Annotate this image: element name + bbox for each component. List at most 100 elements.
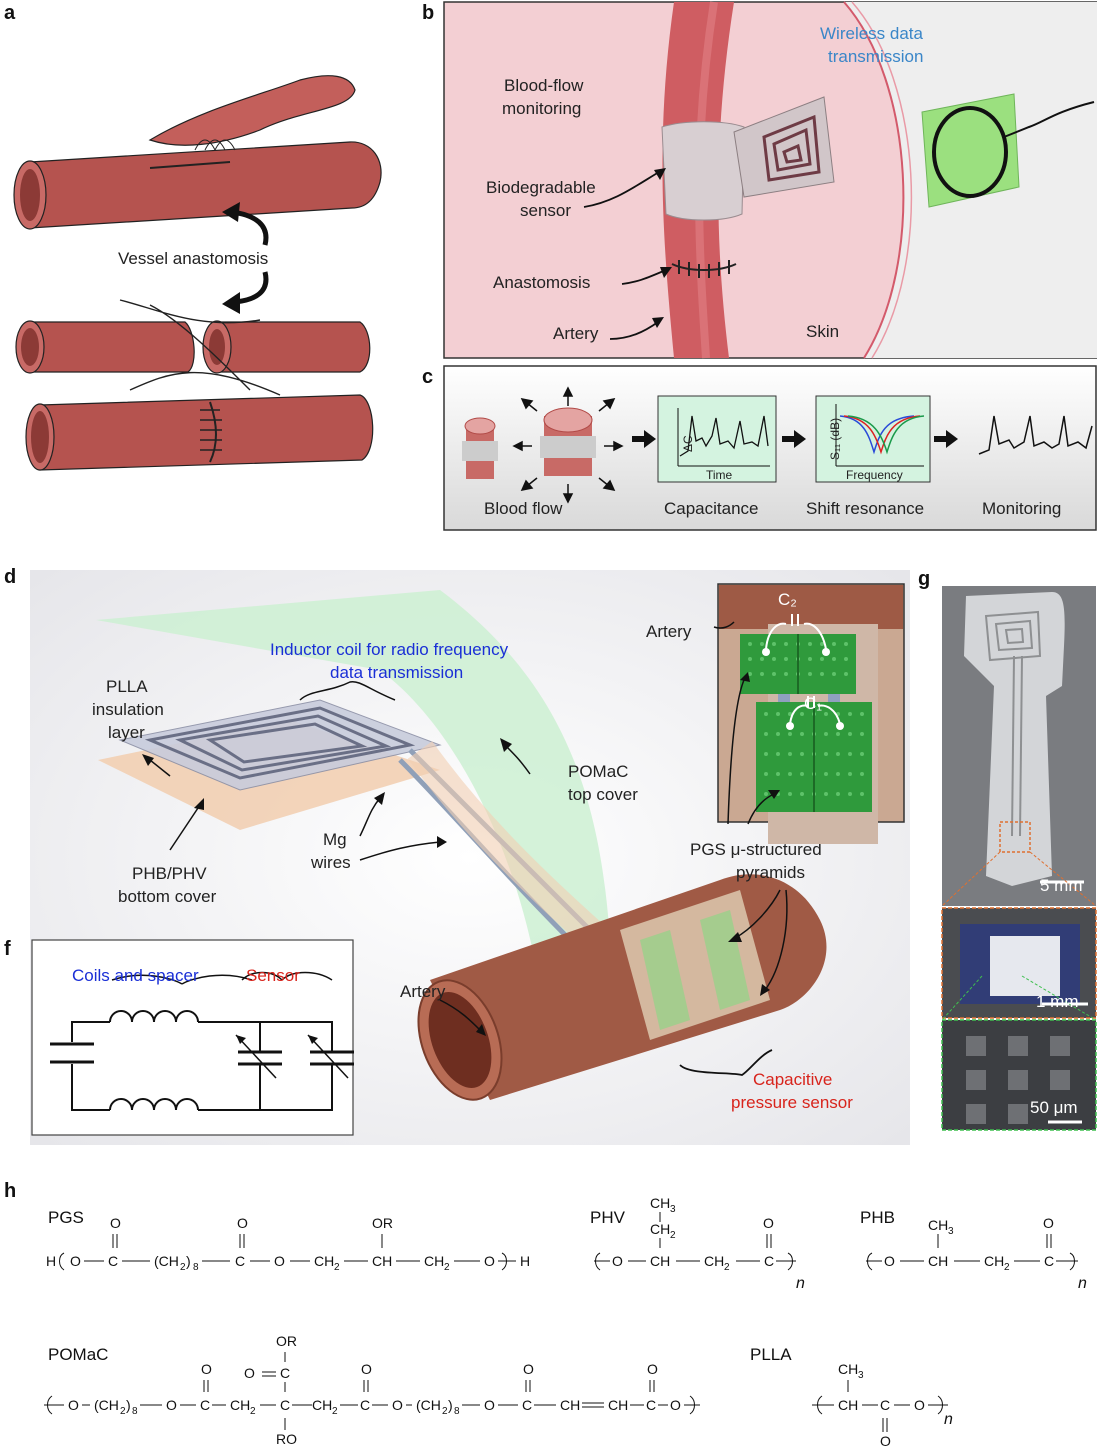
delta-c-axis-label: ΔC xyxy=(681,435,695,452)
svg-text:O: O xyxy=(201,1361,212,1377)
svg-text:C: C xyxy=(280,1365,290,1381)
pomac-label-1: POMaC xyxy=(568,762,629,781)
coils-spacer-label: Coils and spacer xyxy=(72,966,199,985)
svg-text:CH: CH xyxy=(312,1397,332,1413)
svg-text:): ) xyxy=(126,1397,131,1413)
svg-text:CH: CH xyxy=(372,1253,392,1269)
scale-1mm: 1 mm xyxy=(1036,992,1079,1011)
svg-text:O: O xyxy=(612,1253,623,1269)
artery-label-e: Artery xyxy=(646,622,692,641)
svg-text:O: O xyxy=(237,1215,248,1231)
panel-a-illustration xyxy=(13,75,382,471)
svg-text:O: O xyxy=(763,1215,774,1231)
svg-text:O: O xyxy=(484,1253,495,1269)
svg-text:C: C xyxy=(108,1253,118,1269)
svg-text:): ) xyxy=(448,1397,453,1413)
panel-c-illustration xyxy=(443,365,1097,531)
blood-flow-c-label: Blood flow xyxy=(484,499,563,518)
svg-text:O: O xyxy=(484,1397,495,1413)
panel-f-circuit xyxy=(31,939,354,1136)
svg-text:O: O xyxy=(1043,1215,1054,1231)
svg-text:CH: CH xyxy=(560,1397,580,1413)
svg-text:CH: CH xyxy=(650,1195,670,1211)
panel-g-photos xyxy=(941,586,1097,1131)
svg-text:O: O xyxy=(361,1361,372,1377)
svg-text:(CH: (CH xyxy=(94,1397,119,1413)
svg-text:CH: CH xyxy=(984,1253,1004,1269)
plla-name: PLLA xyxy=(750,1345,792,1364)
plla-label-3: layer xyxy=(108,723,145,742)
svg-text:n: n xyxy=(944,1411,953,1428)
svg-text:O: O xyxy=(392,1397,403,1413)
svg-text:2: 2 xyxy=(442,1406,448,1417)
svg-text:C: C xyxy=(522,1397,532,1413)
phv-name: PHV xyxy=(590,1208,625,1227)
svg-text:(CH: (CH xyxy=(416,1397,441,1413)
pomac-label-2: top cover xyxy=(568,785,638,804)
svg-text:3: 3 xyxy=(858,1370,864,1381)
time-axis-label: Time xyxy=(706,468,733,482)
wireless-label-2: transmission xyxy=(828,47,924,66)
svg-text:CH: CH xyxy=(424,1253,444,1269)
plla-label-2: insulation xyxy=(92,700,164,719)
wireless-label-1: Wireless data xyxy=(820,24,923,43)
panel-label-d: d xyxy=(4,566,17,588)
c1-label: C₁ xyxy=(804,694,823,713)
svg-text:CH: CH xyxy=(314,1253,334,1269)
svg-text:CH: CH xyxy=(230,1397,250,1413)
svg-text:3: 3 xyxy=(948,1226,954,1237)
svg-text:O: O xyxy=(70,1253,81,1269)
blood-flow-label-1: Blood-flow xyxy=(504,76,584,95)
panel-label-b: b xyxy=(422,2,435,24)
phb-name: PHB xyxy=(860,1208,895,1227)
svg-text:CH: CH xyxy=(838,1397,858,1413)
monitoring-label: Monitoring xyxy=(982,499,1062,518)
svg-text:2: 2 xyxy=(120,1406,126,1417)
svg-text:CH: CH xyxy=(650,1253,670,1269)
phb-label-2: bottom cover xyxy=(118,887,217,906)
svg-text:CH: CH xyxy=(928,1253,948,1269)
svg-text:2: 2 xyxy=(250,1406,256,1417)
svg-text:n: n xyxy=(1078,1275,1087,1292)
svg-text:): ) xyxy=(186,1253,191,1269)
inductor-label-2: data transmission xyxy=(330,663,464,682)
svg-text:C: C xyxy=(235,1253,245,1269)
panel-b-illustration xyxy=(443,1,1097,359)
svg-text:O: O xyxy=(244,1365,255,1381)
svg-text:OR: OR xyxy=(276,1333,297,1349)
c2-label: C₂ xyxy=(778,590,797,609)
pgs-label-1: PGS μ-structured xyxy=(690,840,822,859)
scale-50um: 50 μm xyxy=(1030,1098,1078,1117)
plla-label-1: PLLA xyxy=(106,677,148,696)
panel-label-g: g xyxy=(918,568,931,590)
svg-text:2: 2 xyxy=(1004,1262,1010,1273)
svg-text:C: C xyxy=(360,1397,370,1413)
svg-text:2: 2 xyxy=(334,1262,340,1273)
biodegradable-label-2: sensor xyxy=(520,201,572,220)
svg-text:2: 2 xyxy=(670,1230,676,1241)
svg-text:n: n xyxy=(796,1275,805,1292)
panel-label-c: c xyxy=(422,366,434,388)
phb-label-1: PHB/PHV xyxy=(132,864,207,883)
svg-text:3: 3 xyxy=(670,1204,676,1215)
svg-text:CH: CH xyxy=(838,1361,858,1377)
panel-label-f: f xyxy=(4,938,11,960)
anastomosis-label: Anastomosis xyxy=(493,273,591,292)
svg-text:O: O xyxy=(670,1397,681,1413)
svg-text:O: O xyxy=(166,1397,177,1413)
svg-text:8: 8 xyxy=(193,1262,199,1273)
svg-text:CH: CH xyxy=(650,1221,670,1237)
skin-label: Skin xyxy=(806,322,840,341)
svg-text:CH: CH xyxy=(928,1217,948,1233)
svg-text:2: 2 xyxy=(444,1262,450,1273)
artery-label-b: Artery xyxy=(553,324,599,343)
blood-flow-label-2: monitoring xyxy=(502,99,582,118)
inductor-label-1: Inductor coil for radio frequency xyxy=(270,640,509,659)
svg-text:O: O xyxy=(884,1253,895,1269)
capacitance-label: Capacitance xyxy=(664,499,759,518)
mg-label-2: wires xyxy=(311,853,351,872)
mg-label-1: Mg xyxy=(323,830,347,849)
svg-text:O: O xyxy=(647,1361,658,1377)
svg-text:O: O xyxy=(880,1433,891,1449)
